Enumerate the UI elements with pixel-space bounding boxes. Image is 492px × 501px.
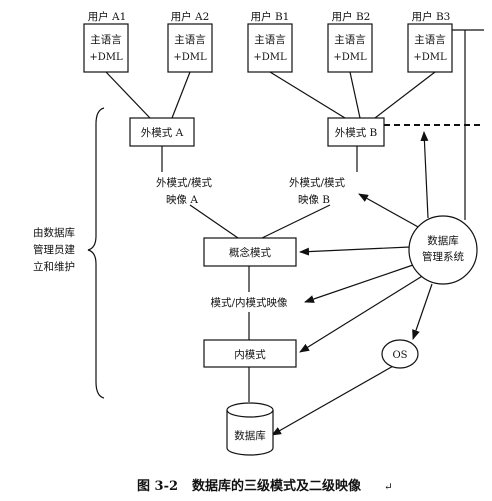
arrow-dbms-to-conceptual bbox=[299, 246, 411, 256]
maintenance-brace bbox=[87, 107, 105, 399]
os-node: OS bbox=[381, 339, 419, 369]
host-language-label: 主语言 bbox=[254, 33, 286, 46]
arrow-os-to-database bbox=[271, 364, 396, 436]
user-label: 用户 B1 bbox=[251, 10, 290, 23]
arrow-dbms-to-os bbox=[412, 283, 433, 340]
database-label: 数据库 bbox=[234, 429, 266, 442]
mapping-b-line2: 映像 B bbox=[298, 194, 330, 206]
dbms-label-line1: 数据库 bbox=[427, 234, 459, 247]
os-label: OS bbox=[392, 350, 407, 361]
conceptual-schema-box bbox=[203, 237, 297, 267]
internal-mapping-label: 模式/内模式映像 bbox=[210, 296, 288, 309]
link-mapping-b-conceptual bbox=[261, 204, 331, 239]
host-language-label: 主语言 bbox=[334, 33, 366, 46]
user-label: 用户 A1 bbox=[88, 10, 127, 23]
internal-schema: 内模式 bbox=[203, 339, 297, 368]
dbms-node: 数据库 管理系统 bbox=[408, 215, 478, 285]
maintained-by-line3: 立和维护 bbox=[33, 260, 75, 273]
user-label: 用户 B2 bbox=[332, 10, 371, 23]
host-language-label: 主语言 bbox=[414, 33, 446, 46]
user-b3: 用户 B3 主语言 +DML bbox=[407, 10, 453, 73]
external-schema-b-box bbox=[327, 117, 385, 147]
external-schema-a: 外模式 A bbox=[129, 117, 195, 147]
host-language-label: 主语言 bbox=[90, 33, 122, 46]
internal-schema-label: 内模式 bbox=[234, 348, 266, 361]
link-a2-ext-a bbox=[171, 71, 191, 119]
user-program-box bbox=[247, 23, 293, 73]
link-b2-ext-b bbox=[349, 71, 361, 119]
dbms-arrows bbox=[271, 131, 433, 436]
user-program-box bbox=[407, 23, 453, 73]
external-schema-b-label: 外模式 B bbox=[335, 126, 378, 139]
user-program-box bbox=[83, 23, 129, 73]
mapping-a-line1: 外模式/模式 bbox=[156, 176, 213, 189]
user-program-box bbox=[327, 23, 373, 73]
user-a1: 用户 A1 主语言 +DML bbox=[83, 10, 129, 73]
figure-number: 图 3-2 bbox=[137, 479, 178, 494]
dml-label: +DML bbox=[413, 52, 447, 63]
external-schema-b: 外模式 B bbox=[327, 117, 385, 147]
database-cylinder: 数据库 bbox=[226, 402, 274, 456]
external-schema-a-label: 外模式 A bbox=[141, 126, 184, 139]
dml-label: +DML bbox=[173, 52, 207, 63]
maintained-by-line2: 管理员建 bbox=[33, 243, 75, 256]
maintained-by-line1: 由数据库 bbox=[33, 226, 75, 239]
dbms-circle bbox=[408, 215, 478, 285]
dbms-label-line2: 管理系统 bbox=[422, 250, 464, 263]
mapping-b: 外模式/模式 映像 B bbox=[289, 176, 346, 206]
arrow-dbms-to-mapping-b bbox=[358, 193, 421, 229]
arrow-dbms-to-ext-b bbox=[420, 131, 429, 219]
link-b3-ext-b bbox=[374, 71, 436, 119]
internal-schema-box bbox=[203, 339, 297, 368]
arrow-dbms-to-internal-mapping bbox=[304, 264, 414, 303]
user-label: 用户 B3 bbox=[412, 10, 451, 23]
user-b1: 用户 B1 主语言 +DML bbox=[247, 10, 293, 73]
user-b2: 用户 B2 主语言 +DML bbox=[327, 10, 373, 73]
link-b1-ext-b bbox=[269, 71, 346, 119]
user-program-box bbox=[167, 23, 213, 73]
maintained-by-note: 由数据库 管理员建 立和维护 bbox=[33, 226, 75, 273]
database-body bbox=[226, 410, 274, 456]
caption-return-mark: ↵ bbox=[384, 481, 393, 493]
dml-label: +DML bbox=[253, 52, 287, 63]
link-a1-ext-a bbox=[105, 71, 151, 119]
dml-label: +DML bbox=[333, 52, 367, 63]
arrow-dbms-to-internal bbox=[299, 274, 425, 353]
link-mapping-a-conceptual bbox=[189, 204, 239, 239]
user-a2: 用户 A2 主语言 +DML bbox=[167, 10, 213, 73]
mapping-a-line2: 映像 A bbox=[166, 194, 198, 206]
mapping-a: 外模式/模式 映像 A bbox=[156, 176, 213, 206]
host-language-label: 主语言 bbox=[174, 33, 206, 46]
mapping-b-line1: 外模式/模式 bbox=[289, 176, 346, 189]
os-ellipse bbox=[381, 339, 419, 369]
conceptual-schema-label: 概念模式 bbox=[229, 246, 271, 259]
figure-caption: 图 3-2 数据库的三级模式及二级映像 ↵ bbox=[137, 478, 393, 494]
conceptual-schema: 概念模式 bbox=[203, 237, 297, 267]
dml-label: +DML bbox=[89, 52, 123, 63]
external-schema-a-box bbox=[129, 117, 195, 147]
user-label: 用户 A2 bbox=[171, 10, 210, 23]
figure-title: 数据库的三级模式及二级映像 bbox=[192, 478, 362, 494]
connection-lines bbox=[105, 29, 484, 402]
database-top bbox=[226, 402, 274, 418]
